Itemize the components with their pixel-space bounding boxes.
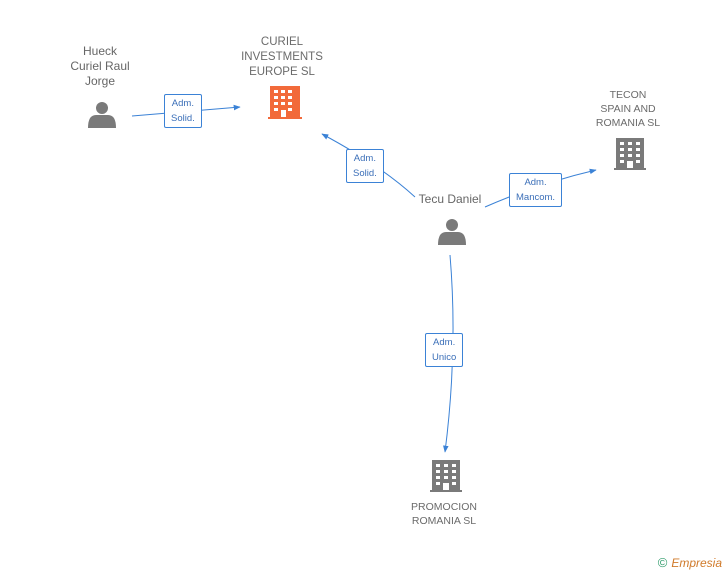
node-label-line: Curiel Raul: [70, 59, 130, 73]
role-label-line: Unico: [432, 352, 457, 363]
node-label-line: Tecu Daniel: [418, 192, 482, 206]
node-label-curiel-investments[interactable]: CURIEL INVESTMENTS EUROPE SL: [222, 35, 342, 80]
node-label-line: ROMANIA SL: [595, 117, 661, 129]
node-label-line: Hueck: [82, 44, 117, 58]
building-icon[interactable]: [430, 460, 462, 492]
node-label-line: ROMANIA SL: [411, 515, 477, 527]
role-label-line: Adm.: [524, 177, 547, 188]
brand-name: Empresia: [671, 556, 722, 570]
node-label-line: SPAIN AND: [600, 103, 656, 115]
building-icon[interactable]: [614, 138, 646, 170]
copyright-icon: ©: [657, 555, 668, 570]
node-label-tecu[interactable]: Tecu Daniel: [400, 192, 500, 207]
person-icon[interactable]: [438, 219, 466, 245]
node-label-line: INVESTMENTS: [241, 51, 323, 63]
role-badge[interactable]: Adm. Mancom.: [509, 173, 563, 207]
role-label-line: Solid.: [171, 113, 195, 124]
node-label-line: PROMOCION: [411, 501, 477, 513]
role-label-line: Solid.: [353, 168, 377, 179]
role-badge[interactable]: Adm. Unico: [425, 333, 464, 367]
role-label-line: Adm.: [171, 98, 194, 109]
node-label-promocion[interactable]: PROMOCION ROMANIA SL: [394, 500, 494, 528]
node-label-hueck[interactable]: Hueck Curiel Raul Jorge: [58, 44, 142, 89]
role-label-line: Adm.: [353, 153, 376, 164]
role-badge[interactable]: Adm. Solid.: [164, 94, 202, 128]
node-label-line: TECON: [609, 89, 647, 101]
node-label-line: CURIEL: [260, 36, 304, 48]
building-icon[interactable]: [268, 86, 302, 119]
node-label-line: EUROPE SL: [249, 66, 315, 78]
node-label-tecon[interactable]: TECON SPAIN AND ROMANIA SL: [578, 88, 678, 130]
role-label-line: Adm.: [433, 337, 456, 348]
person-icon[interactable]: [88, 102, 116, 128]
role-badge[interactable]: Adm. Solid.: [346, 149, 384, 183]
role-label-line: Mancom.: [516, 192, 556, 203]
brand-logo[interactable]: ©Empresia: [658, 555, 722, 570]
node-label-line: Jorge: [84, 74, 116, 88]
